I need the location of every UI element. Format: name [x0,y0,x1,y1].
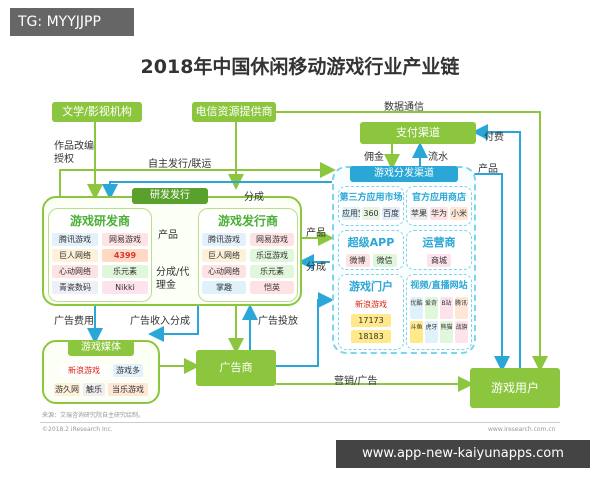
logo-item: 微博 [345,254,370,267]
payment-node: 支付渠道 [360,122,476,144]
publisher-title: 游戏发行商 [217,214,278,228]
logo-item: 新浪游戏 [59,364,109,377]
edge-label: 分成 [244,192,264,203]
logo-item: 掌趣 [202,281,246,294]
edge-label: 广告费用 [54,316,94,327]
developer-box: 游戏研发商 腾讯游戏 网易游戏 巨人网络 4399 心动网络 乐元素 青瓷数码 … [48,208,152,302]
logo-item: 战旗 [455,321,468,343]
logo-item: 网易游戏 [102,233,148,246]
media-panel: 游戏媒体 新浪游戏 游戏多 游久网 触乐 当乐游戏 [42,340,160,404]
third-party-group: 第三方应用市场 应用宝 360 百度 [338,186,404,226]
logo-item: 百度 [382,207,400,220]
logo-item: 18183 [351,330,391,343]
footer-url: www.app-new-kaiyunapps.com [336,440,590,468]
logo-item: 应用宝 [342,207,360,220]
media-title: 游戏媒体 [68,340,134,356]
logo-item: 熊猫 [440,321,453,343]
edge-label: 产品 [158,230,178,241]
advertiser-node: 广告商 [196,350,276,386]
logo-item: 小米 [450,207,468,220]
logo-item: 游久网 [54,383,80,396]
logo-item: 青瓷数码 [52,281,98,294]
portal-title: 游戏门户 [349,280,393,293]
logo-item: 腾讯游戏 [202,233,246,246]
logo-item: 360 [362,207,380,220]
telecom-node: 电信资源提供商 [192,102,276,122]
edge-label: 广告收入分成 [130,316,190,327]
logo-item: 新浪游戏 [346,298,396,311]
edge-label: 自主发行/联运 [148,159,212,170]
logo-item: 苹果 [410,207,428,220]
logo-item: 优酷 [410,297,423,319]
logo-item: 触乐 [83,383,105,396]
logo-item: 心动网络 [52,265,98,278]
official-group: 官方应用商店 苹果 华为 小米 [406,186,472,226]
logo-item: 腾讯游戏 [52,233,98,246]
operator-group: 运营商 商城 [406,230,472,270]
edge-label: 分成 [306,262,326,273]
logo-item: 17173 [351,314,391,327]
super-app-group: 超级APP 微博 微信 [338,230,404,270]
logo-item: 微信 [372,254,397,267]
edge-label: 流水 [428,152,448,163]
divider [40,422,560,423]
users-node: 游戏用户 [470,368,560,408]
logo-item: 当乐游戏 [108,383,148,396]
logo-item: 巨人网络 [52,249,98,262]
edge-label: 分成/代理金 [156,267,190,291]
edge-label: 营销/广告 [334,376,378,387]
logo-item: 乐逗游戏 [250,249,294,262]
logo-item: 腾讯视频 [455,297,468,319]
video-title: 视频/直播网站 [410,281,468,291]
logo-item: 恺英 [250,281,294,294]
third-party-title: 第三方应用市场 [339,193,403,203]
logo-item: 心动网络 [202,265,246,278]
logo-item: 斗鱼 [410,321,423,343]
watermark: TG: MYYJJPP [10,8,134,36]
source-note: 来源：艾瑞咨询研究院自主研究绘制。 [42,412,145,419]
edge-label: 付费 [484,132,504,143]
logo-item: 游戏多 [113,364,143,377]
logo-item: 虎牙 [425,321,438,343]
logo-item: 网易游戏 [250,233,294,246]
logo-item: 4399 [102,249,148,262]
logo-item: 乐元素 [250,265,294,278]
super-app-title: 超级APP [347,236,395,249]
video-group: 视频/直播网站 优酷 爱奇艺 B站 腾讯视频 斗鱼 虎牙 熊猫 战旗 [406,274,472,350]
copyright: ©2018.2 iResearch Inc. [42,426,113,433]
page-title: 2018年中国休闲移动游戏行业产业链 [140,56,460,78]
logo-item: 华为 [430,207,448,220]
website: www.iresearch.com.cn [488,426,556,433]
publisher-box: 游戏发行商 腾讯游戏 网易游戏 巨人网络 乐逗游戏 心动网络 乐元素 掌趣 恺英 [198,208,298,302]
edge-label: 产品 [306,228,326,239]
logo-item: Nikki [102,281,148,294]
logo-item: B站 [440,297,453,319]
official-title: 官方应用商店 [411,193,466,203]
edge-label: 作品改编授权 [54,141,94,165]
logo-item: 巨人网络 [202,249,246,262]
developer-title: 游戏研发商 [69,214,130,228]
rd-publish-title: 研发发行 [132,188,208,204]
operator-title: 运营商 [422,236,456,249]
logo-item: 商城 [427,254,451,267]
edge-label: 佣金 [364,152,384,163]
edge-label: 广告投放 [258,316,298,327]
edge-label: 数据通信 [384,102,424,113]
portal-group: 游戏门户 新浪游戏 17173 18183 [338,274,404,350]
distribution-title: 游戏分发渠道 [350,166,458,182]
edge-label: 产品 [478,164,498,175]
logo-item: 爱奇艺 [425,297,438,319]
literature-node: 文学/影视机构 [52,102,142,122]
logo-item: 乐元素 [102,265,148,278]
